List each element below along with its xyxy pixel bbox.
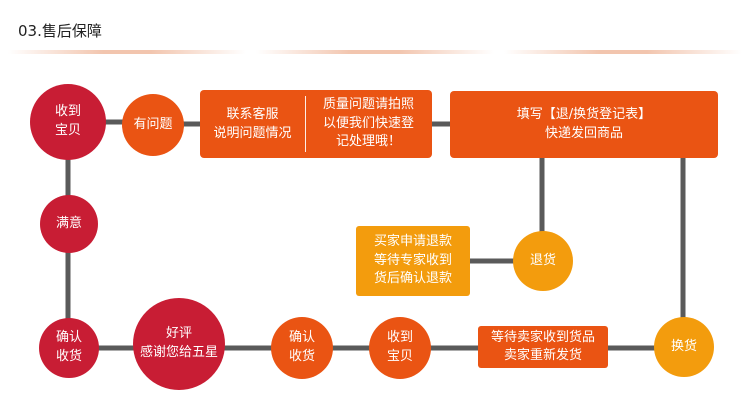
node-confirm-receipt-left: 确认 收货	[39, 318, 99, 378]
node-wait-reship: 等待卖家收到货品 卖家重新发货	[478, 326, 608, 368]
node-buyer-refund: 买家申请退款 等待专家收到 货后确认退款	[356, 226, 470, 296]
contact-box-separator	[304, 96, 306, 152]
node-fill-return-form: 填写【退/换货登记表】 快递发回商品	[450, 91, 718, 158]
node-exchange: 换货	[654, 317, 714, 377]
node-satisfied: 满意	[40, 195, 98, 253]
title-divider	[8, 50, 246, 54]
node-return-goods: 退货	[513, 231, 573, 291]
title-divider	[256, 50, 494, 54]
section-title: 03.售后保障	[18, 22, 102, 40]
node-has-problem: 有问题	[122, 94, 184, 156]
quality-photo-text: 质量问题请拍照 以便我们快速登 记处理哦！	[322, 96, 414, 150]
node-receive-item-top: 收到 宝贝	[30, 84, 106, 160]
node-confirm-receipt-mid: 确认 收货	[271, 317, 333, 379]
contact-service-text: 联系客服 说明问题情况	[213, 106, 292, 142]
node-good-review: 好评 感谢您给五星	[133, 298, 225, 390]
node-contact-box: 联系客服 说明问题情况 质量问题请拍照 以便我们快速登 记处理哦！	[200, 90, 432, 158]
title-divider	[504, 50, 742, 54]
node-receive-item-bottom: 收到 宝贝	[369, 317, 431, 379]
